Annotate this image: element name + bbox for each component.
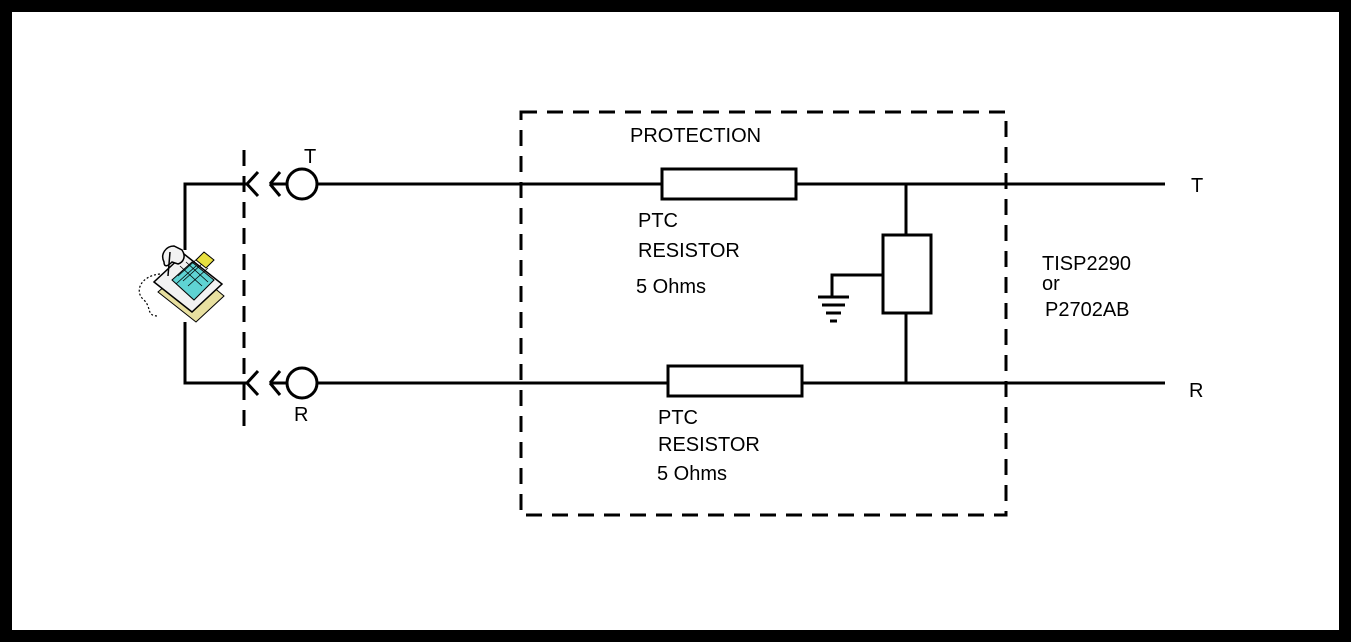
telephone-icon [138,245,225,323]
plug-connector-icon-tip [245,167,319,201]
ptc-resistor-top [660,167,798,201]
protector-line2: or [1042,273,1060,295]
ptc-bottom-line2: RESISTOR [658,434,760,456]
ground-icon [818,295,849,323]
protection-label: PROTECTION [630,125,761,147]
tip-line [317,167,1165,201]
protector-line1: TISP2290 [1042,253,1131,275]
phone-wiring [183,182,247,385]
ptc-top-line1: PTC [638,210,678,232]
protector-line3: P2702AB [1045,299,1130,321]
ptc-resistor-bottom [666,364,804,398]
overvoltage-protector [830,184,933,383]
plug-label-ring: R [294,404,308,426]
plug-connector-icon-ring [245,366,319,400]
ptc-top-line3: 5 Ohms [636,276,706,298]
line-label-ring: R [1189,380,1203,402]
plug-label-tip: T [304,146,316,168]
ptc-top-line2: RESISTOR [638,240,740,262]
ptc-bottom-line1: PTC [658,407,698,429]
ptc-bottom-line3: 5 Ohms [657,463,727,485]
line-label-tip: T [1191,175,1203,197]
ring-line [317,364,1165,398]
protection-box [519,110,1008,517]
